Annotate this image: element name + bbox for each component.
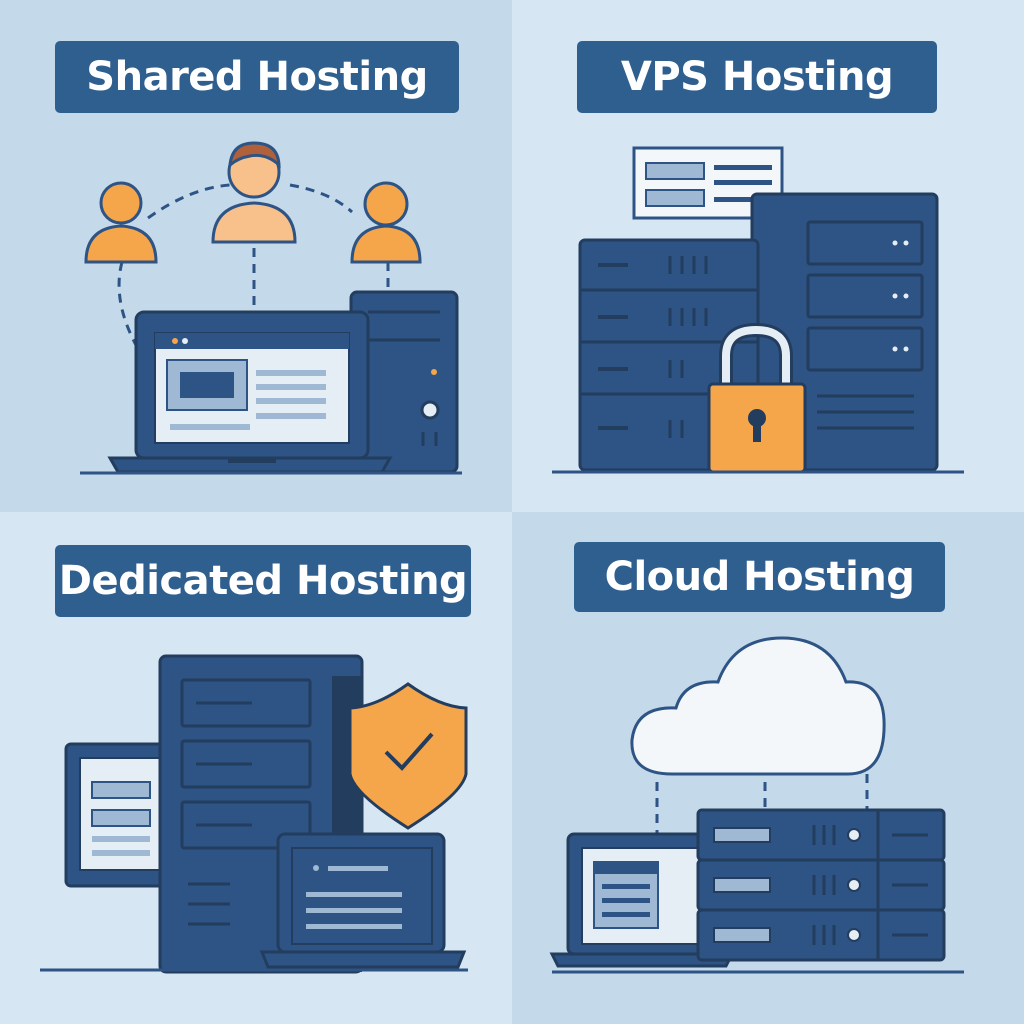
shield-check-icon	[348, 682, 468, 830]
cloud-hosting-illustration	[549, 636, 964, 974]
panel-title: Shared Hosting	[55, 41, 459, 113]
dedicated-hosting-panel: Dedicated Hosting	[0, 512, 512, 1024]
connection-lines	[655, 774, 869, 837]
shared-hosting-panel: Shared Hosting	[0, 0, 512, 512]
vps-hosting-illustration	[552, 146, 964, 474]
laptop-icon	[549, 832, 735, 968]
laptop-icon	[259, 832, 467, 969]
panel-title: Cloud Hosting	[574, 542, 945, 612]
panel-title: VPS Hosting	[577, 41, 937, 113]
user-icon	[84, 181, 158, 264]
connection-lines	[117, 183, 390, 346]
vps-hosting-panel: VPS Hosting	[512, 0, 1024, 512]
cloud-icon	[630, 636, 886, 776]
padlock-icon	[707, 322, 807, 474]
monitor-icon	[64, 742, 188, 888]
cloud-hosting-panel: Cloud Hosting	[512, 512, 1024, 1024]
user-icon	[350, 181, 422, 264]
dedicated-hosting-illustration	[40, 654, 468, 974]
window-icon	[632, 146, 784, 220]
user-icon	[211, 141, 297, 244]
shared-hosting-illustration	[80, 141, 462, 475]
laptop-icon	[107, 310, 393, 474]
server-rack-icon	[696, 808, 946, 962]
panel-title: Dedicated Hosting	[55, 545, 471, 617]
